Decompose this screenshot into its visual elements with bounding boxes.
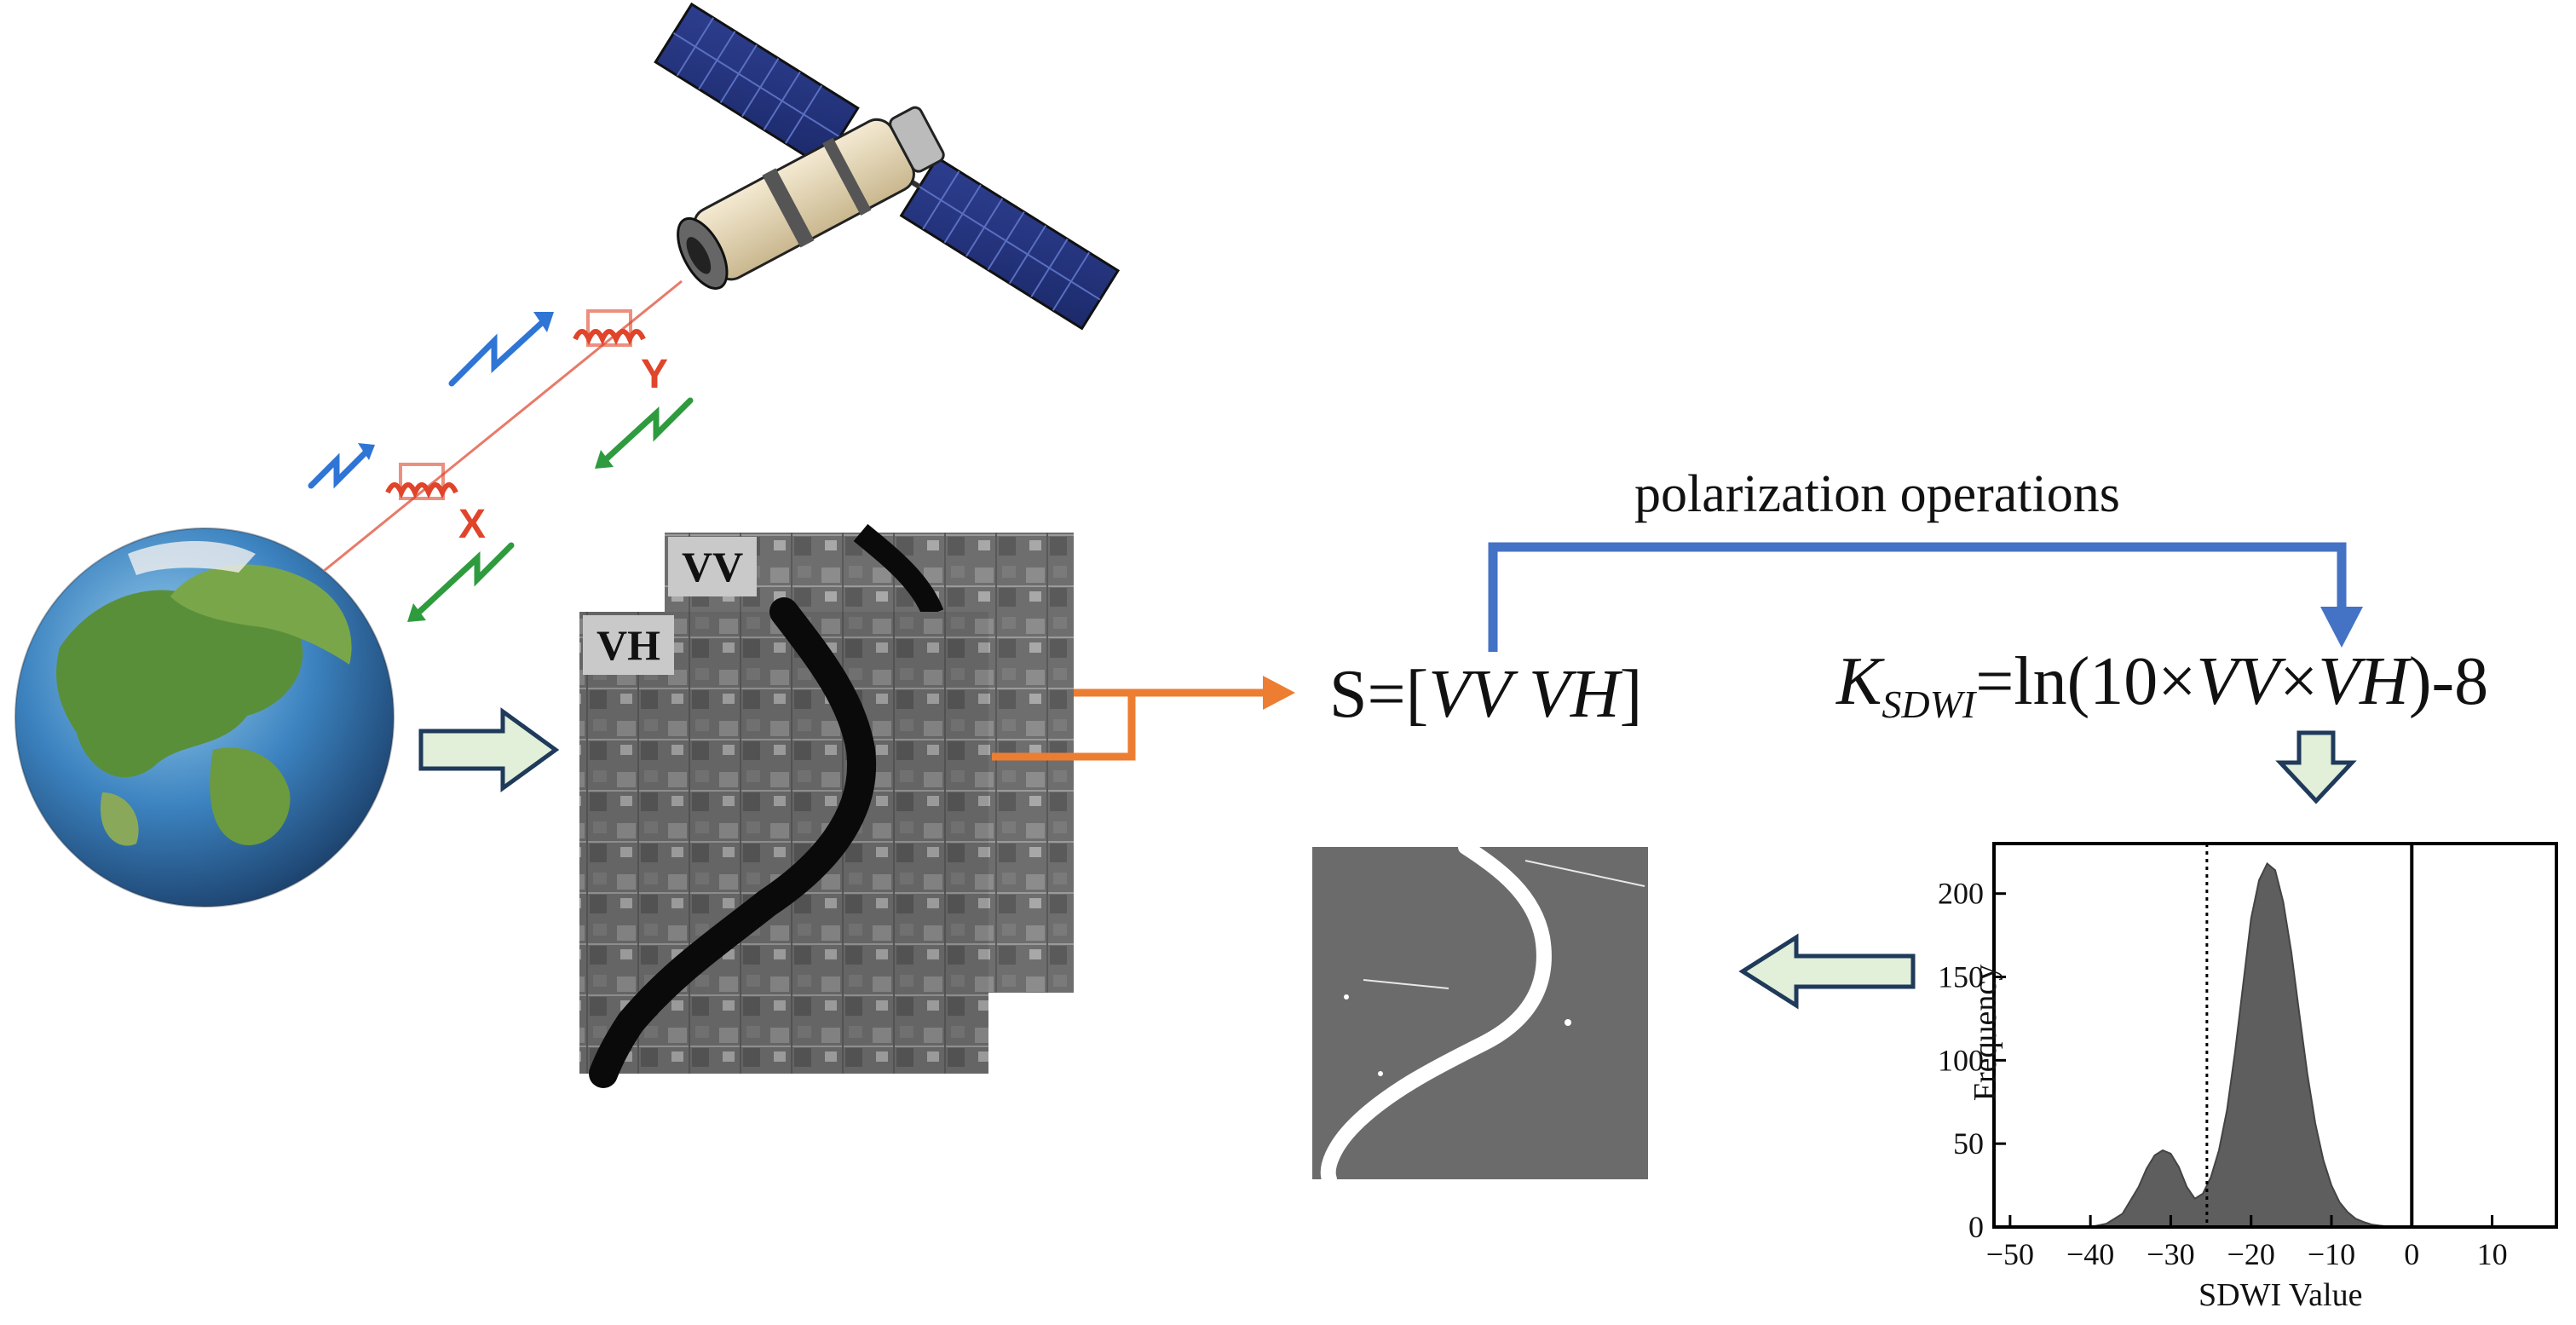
outgoing-signal-icon [308,316,549,489]
satellite-icon [654,2,1121,331]
k-subscript: SDWI [1882,683,1976,726]
s-prefix: S=[ [1329,657,1429,732]
k-times: × [2279,644,2319,719]
s-vh-term: VH [1528,657,1620,732]
flow-arrow-down-to-histogram [2275,730,2357,804]
x-tick-label: −40 [2066,1237,2114,1271]
earth-globe-icon [14,527,395,907]
y-antenna-coil-icon [573,309,646,347]
chart-xlabel: SDWI Value [2199,1277,2363,1313]
y-tick-label: 100 [1938,1043,1984,1077]
chart-ylabel: Frequency [1968,964,2004,1102]
water-extraction-map [1312,839,1648,1187]
k-symbol: K [1836,644,1882,719]
vh-sar-image [579,597,988,1088]
x-tick-label: −50 [1986,1237,2034,1271]
y-polarization-label: Y [641,352,669,397]
flow-arrow-left-to-map [1738,933,1916,1010]
x-tick-label: −10 [2308,1237,2355,1271]
vh-image-tag: VH [583,615,674,675]
y-tick-label: 0 [1968,1210,1984,1244]
x-tick-label: −30 [2147,1237,2194,1271]
x-antenna-coil-icon [385,463,458,500]
blue-arrowhead [2320,607,2363,648]
x-polarization-label: X [458,502,487,547]
orange-arrowhead [1263,676,1295,710]
orange-connector [992,688,1270,761]
x-tick-label: −20 [2227,1237,2275,1271]
polarization-antenna-group [308,279,694,622]
flow-arrow-to-images [418,707,560,792]
vv-image-tag: VV [668,537,758,596]
ksdwi-formula: KSDWI=ln(10×VV×VH)-8 [1836,643,2488,727]
incoming-signal-icon [414,397,694,617]
chart-frame [1992,842,2558,1229]
x-tick-label: 0 [2404,1237,2419,1271]
s-vv-term: VV [1428,657,1512,732]
polarization-operations-label: polarization operations [1634,465,2120,523]
polarization-bracket [1488,542,2347,652]
s-suffix: ] [1619,657,1643,732]
s-matrix-formula: S=[VV VH] [1329,656,1642,734]
y-tick-label: 150 [1938,960,1984,994]
k-tail: )-8 [2408,644,2489,719]
y-tick-label: 50 [1953,1126,1984,1161]
k-vh: VH [2318,644,2409,719]
frequency-area [2009,861,2396,1228]
x-tick-label: 10 [2477,1237,2508,1271]
k-eq: =ln(10× [1975,644,2197,719]
k-vv: VV [2196,644,2280,719]
y-tick-label: 200 [1938,877,1984,911]
